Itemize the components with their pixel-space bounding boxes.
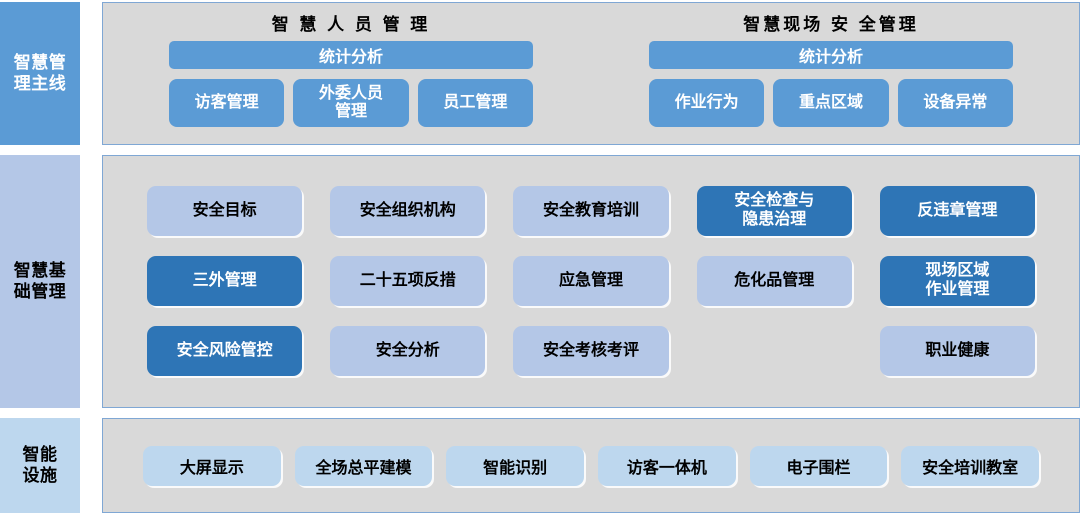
module-anti-violation-management[interactable]: 反违章管理 xyxy=(879,186,1035,236)
chip-group-personnel: 访客管理 外委人员管理 员工管理 xyxy=(169,79,533,127)
facility-electronic-fence[interactable]: 电子围栏 xyxy=(749,445,888,486)
row-label-line-2: 理主线 xyxy=(13,73,67,93)
group-smart-site-safety-management: 智慧现场 安 全管理 统计分析 作业行为 重点区域 设备异常 xyxy=(591,7,1071,134)
module-three-external-management[interactable]: 三外管理 xyxy=(147,256,303,306)
row-label-line-1: 智慧管 xyxy=(13,52,67,72)
row-label-smart-foundation-management: 智慧基 础管理 xyxy=(0,155,80,408)
module-occupational-health[interactable]: 职业健康 xyxy=(879,326,1035,376)
row-label-line-2: 础管理 xyxy=(13,281,67,301)
row-label-line-1: 智慧基 xyxy=(13,260,67,280)
chip-work-behavior[interactable]: 作业行为 xyxy=(649,79,765,127)
row-smart-management-mainline: 智慧管 理主线 智 慧 人 员 管 理 统计分析 访客管理 外委人员管理 员工管… xyxy=(0,2,1080,145)
row-gap-spacer xyxy=(80,418,102,513)
module-emergency-management[interactable]: 应急管理 xyxy=(513,256,669,306)
module-safety-risk-control[interactable]: 安全风险管控 xyxy=(147,326,303,376)
module-twenty-five-countermeasures[interactable]: 二十五项反措 xyxy=(330,256,486,306)
module-safety-inspection-hazard-control[interactable]: 安全检查与隐患治理 xyxy=(696,186,852,236)
chip-key-area[interactable]: 重点区域 xyxy=(773,79,889,127)
group-smart-personnel-management: 智 慧 人 员 管 理 统计分析 访客管理 外委人员管理 员工管理 xyxy=(111,7,591,134)
row-label-line-1: 智能 xyxy=(22,444,58,464)
chip-outsourced-personnel-management[interactable]: 外委人员管理 xyxy=(293,79,409,127)
row-smart-facilities: 智能 设施 大屏显示 全场总平建模 智能识别 访客一体机 电子围栏 安全培训教室 xyxy=(0,418,1080,513)
row-label-line-2: 设施 xyxy=(22,465,58,485)
facility-safety-training-classroom[interactable]: 安全培训教室 xyxy=(901,445,1040,486)
button-statistical-analysis-personnel[interactable]: 统计分析 xyxy=(169,41,533,69)
chip-employee-management[interactable]: 员工管理 xyxy=(417,79,533,127)
row-label-smart-facilities: 智能 设施 xyxy=(0,418,80,513)
facility-visitor-all-in-one-machine[interactable]: 访客一体机 xyxy=(598,445,736,486)
module-safety-goal[interactable]: 安全目标 xyxy=(147,186,303,236)
group-title-smart-site-safety-management: 智慧现场 安 全管理 xyxy=(743,15,919,34)
panel-smart-facilities: 大屏显示 全场总平建模 智能识别 访客一体机 电子围栏 安全培训教室 xyxy=(102,418,1080,513)
module-placeholder-empty xyxy=(697,326,852,376)
facility-intelligent-recognition[interactable]: 智能识别 xyxy=(446,445,584,486)
module-safety-organization[interactable]: 安全组织机构 xyxy=(330,186,486,236)
module-site-area-operation-management[interactable]: 现场区域作业管理 xyxy=(879,256,1035,306)
chip-group-site-safety: 作业行为 重点区域 设备异常 xyxy=(649,79,1013,127)
facility-large-screen-display[interactable]: 大屏显示 xyxy=(142,445,281,486)
module-safety-education-training[interactable]: 安全教育培训 xyxy=(513,186,669,236)
module-hazardous-chemicals-management[interactable]: 危化品管理 xyxy=(696,256,852,306)
row-label-smart-management-mainline: 智慧管 理主线 xyxy=(0,2,80,145)
row-gap-spacer xyxy=(80,2,102,145)
panel-smart-management-mainline: 智 慧 人 员 管 理 统计分析 访客管理 外委人员管理 员工管理 智慧现场 安… xyxy=(102,2,1080,145)
panel-smart-foundation-management: 安全目标 安全组织机构 安全教育培训 安全检查与隐患治理 反违章管理 三外管理 … xyxy=(102,155,1080,408)
group-title-smart-personnel-management: 智 慧 人 员 管 理 xyxy=(271,15,431,34)
module-safety-assessment-evaluation[interactable]: 安全考核考评 xyxy=(513,326,669,376)
module-safety-analysis[interactable]: 安全分析 xyxy=(330,326,486,376)
button-statistical-analysis-site-safety[interactable]: 统计分析 xyxy=(649,41,1013,69)
row-smart-foundation-management: 智慧基 础管理 安全目标 安全组织机构 安全教育培训 安全检查与隐患治理 反违章… xyxy=(0,155,1080,408)
chip-visitor-management[interactable]: 访客管理 xyxy=(169,79,285,127)
chip-equipment-anomaly[interactable]: 设备异常 xyxy=(897,79,1013,127)
row-gap-spacer xyxy=(80,155,102,408)
foundation-module-grid: 安全目标 安全组织机构 安全教育培训 安全检查与隐患治理 反违章管理 三外管理 … xyxy=(103,156,1079,407)
facility-site-wide-general-layout-modeling[interactable]: 全场总平建模 xyxy=(294,445,433,486)
facilities-pill-strip: 大屏显示 全场总平建模 智能识别 访客一体机 电子围栏 安全培训教室 xyxy=(103,419,1079,512)
